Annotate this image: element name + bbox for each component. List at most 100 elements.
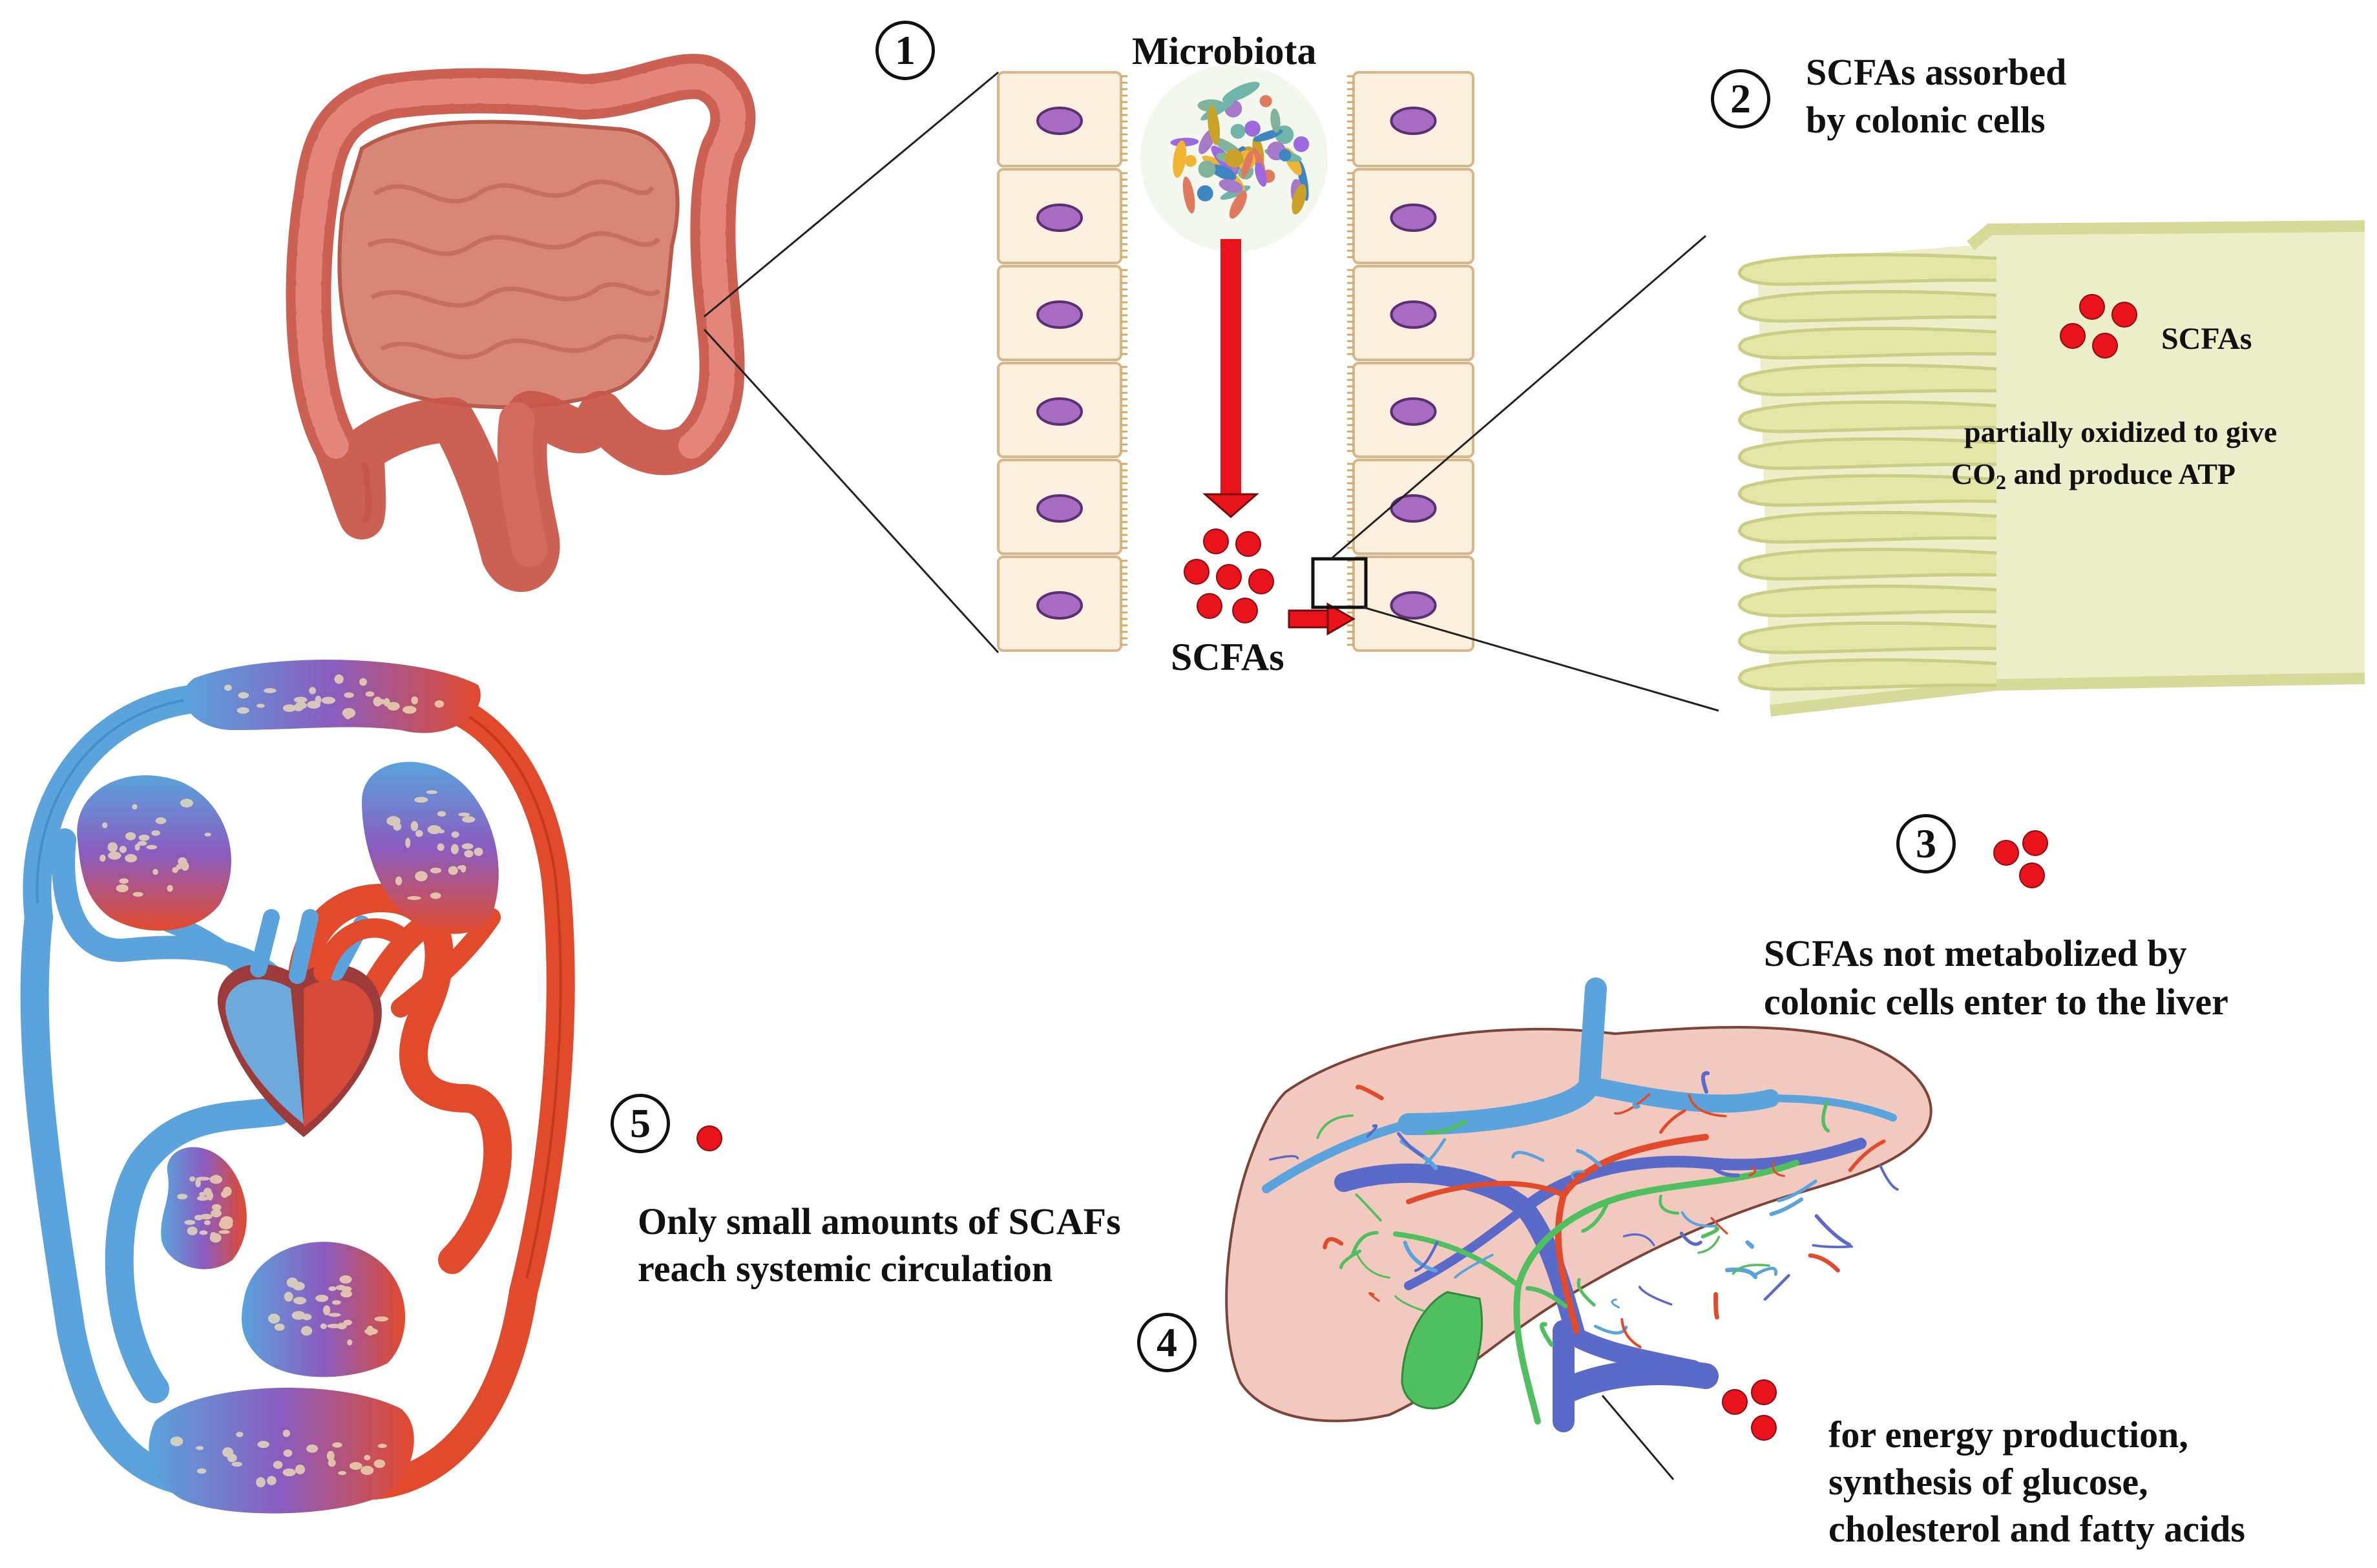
capillary-gap (222, 1447, 234, 1458)
scfa-dot (1216, 564, 1242, 590)
capillary-gap (204, 1220, 211, 1226)
liver-vessel-branch (1659, 1195, 1680, 1215)
cell-nucleus (1036, 204, 1083, 232)
liver-vessel-branch (1697, 1235, 1721, 1254)
capillary-gap (264, 688, 277, 693)
capillary-gap (373, 1459, 386, 1469)
capillary-gap (218, 1218, 233, 1229)
liver-vessel-branch (1424, 1138, 1447, 1165)
cell-nucleus (1390, 300, 1437, 329)
capillary-gap (349, 1462, 362, 1470)
scfas-cell-label: SCFAs (2161, 322, 2252, 356)
liver-vessel-branch (1425, 1120, 1467, 1135)
liver-vessel-branch (1691, 1158, 1699, 1167)
cell-nucleus (1036, 494, 1083, 523)
left-epithelium (997, 71, 1127, 652)
liver-vessel-branch (1614, 1093, 1651, 1115)
liver-vessel-branch (1632, 1091, 1640, 1109)
scfa-dot (2079, 294, 2105, 320)
capillary-gap (320, 1323, 327, 1330)
capillary-gap (231, 1461, 243, 1467)
liver-vessel-branch (1777, 1179, 1817, 1202)
capillary-gap (108, 851, 121, 860)
villus (1738, 289, 1997, 323)
cell-nucleus (1390, 397, 1437, 426)
capillary-bed-lung-right (362, 762, 499, 934)
microbe (1292, 183, 1306, 214)
liver-vessel-branch (1772, 1160, 1786, 1177)
cell-nucleus (1036, 591, 1083, 620)
capillary-bed-lower (149, 1387, 414, 1514)
colonocyte-panel (1738, 220, 2365, 716)
capillary-gap (223, 1186, 232, 1197)
step-2-marker: 2 (1711, 69, 1770, 129)
liver-vessel-branch (1403, 1240, 1438, 1273)
liver-vessel-branch (1748, 1166, 1757, 1177)
liver-vessel-branch (1454, 1253, 1494, 1279)
zoom-lines-2 (1330, 235, 1719, 712)
step-4-marker: 4 (1137, 1313, 1197, 1372)
liver-vessel-branch (1679, 1231, 1702, 1246)
capillary-gap (403, 706, 417, 714)
microbe (1173, 140, 1187, 178)
microbe (1224, 149, 1244, 168)
capillary-gap (293, 704, 304, 711)
scfa-dot (2060, 323, 2086, 349)
capillary-gap (291, 1311, 306, 1320)
capillary-gap (195, 1178, 201, 1187)
capillary-gap (430, 892, 441, 899)
scfa-dot (1197, 593, 1222, 619)
step5-text-line2: reach systemic circulation (638, 1248, 1053, 1290)
capillary-gap (146, 844, 158, 850)
capillary-gap (332, 1442, 342, 1448)
liver-vessel-branch (1763, 1274, 1790, 1301)
liver-vessel-branch (1540, 1322, 1554, 1347)
cell-nucleus (1390, 591, 1437, 620)
capillary-gap (151, 830, 160, 836)
villus (1738, 658, 1997, 691)
step4-text-line1: for energy production, (1828, 1414, 2188, 1456)
villus (1738, 400, 1997, 434)
microbe (1209, 164, 1237, 181)
liver-vessel-branch (1713, 1291, 1719, 1320)
liver-vessel-branch (1366, 1124, 1378, 1138)
microbe (1208, 105, 1220, 145)
microbe (1219, 179, 1243, 193)
scfa-dot (2092, 333, 2118, 359)
villus (1738, 326, 1997, 360)
capillary-bed-liver (161, 1147, 247, 1270)
atp-text: and produce ATP (2006, 457, 2236, 490)
liver-vessel-branch (1821, 1100, 1830, 1133)
liver-vessel-branch (1594, 1324, 1628, 1335)
capillary-gap (211, 1204, 222, 1211)
oxidized-text-line1: partially oxidized to give (1964, 415, 2278, 448)
step3-text-line1: SCFAs not metabolized by (1764, 932, 2187, 974)
liver-vessel-branch (1638, 1286, 1673, 1306)
co-text: CO (1951, 457, 1996, 490)
step-3-marker: 3 (1896, 814, 1956, 873)
microbe (1229, 191, 1247, 219)
villus (1738, 584, 1997, 618)
capillary-gap (196, 1468, 207, 1474)
capillary-gap (294, 696, 308, 703)
liver-vessel-branch (1323, 1237, 1344, 1249)
liver-vessel-branch (1701, 1071, 1710, 1094)
microbe (1279, 149, 1292, 162)
capillary-gap (448, 866, 458, 875)
capillary-gap (125, 853, 138, 862)
villus (1738, 437, 1997, 470)
capillary-gap (199, 1230, 208, 1235)
capillary-gap (395, 876, 403, 886)
liver-vessel-branch (1879, 1164, 1899, 1191)
capillary-gap (200, 1213, 213, 1220)
capillary-gap (373, 696, 382, 707)
capillary-gap (132, 892, 143, 897)
colon-illustration (286, 54, 756, 592)
step-1-marker: 1 (875, 21, 935, 80)
capillary-gap (172, 866, 178, 873)
capillary-gap (293, 1297, 307, 1305)
liver-vessel-branch (1269, 1155, 1299, 1161)
microbe (1222, 81, 1260, 103)
microbe (1170, 138, 1199, 147)
capillary-gap (474, 847, 483, 856)
